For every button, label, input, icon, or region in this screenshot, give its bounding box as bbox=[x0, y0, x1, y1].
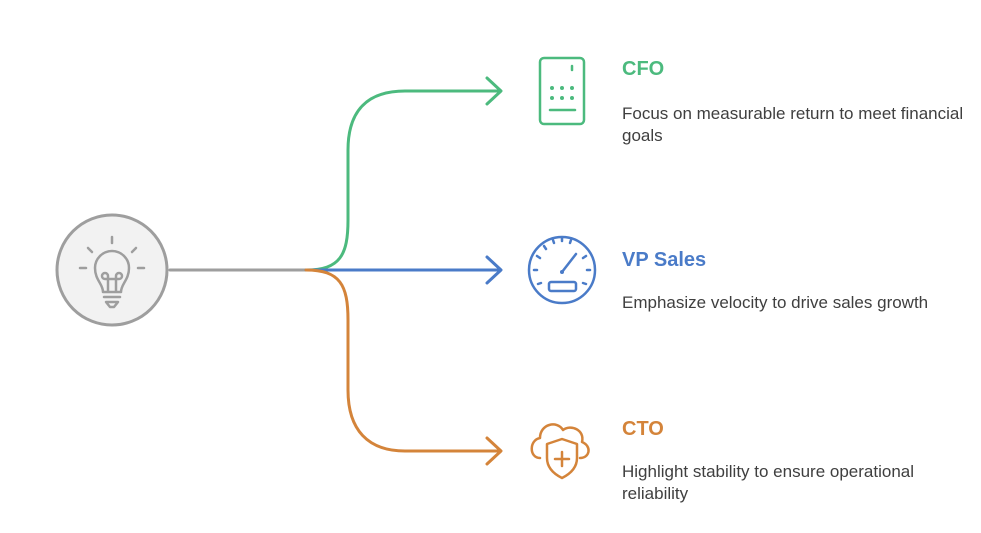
branch-description-cfo: Focus on measurable return to meet finan… bbox=[622, 104, 964, 145]
branch-connector-cfo bbox=[304, 76, 503, 272]
branch-title-vp-sales: VP Sales bbox=[622, 249, 707, 271]
branch-description-cto: Highlight stability to ensure operationa… bbox=[622, 462, 915, 503]
lightbulb-icon bbox=[78, 235, 146, 309]
branch-description-vp-sales: Emphasize velocity to drive sales growth bbox=[622, 293, 929, 312]
branch-title-cto: CTO bbox=[622, 418, 664, 440]
branch-connector-vp-sales bbox=[304, 255, 503, 285]
hub-node bbox=[55, 213, 169, 327]
branch-title-cfo: CFO bbox=[622, 58, 665, 80]
calculator-icon bbox=[538, 56, 586, 126]
speedometer-icon bbox=[527, 235, 597, 305]
branch-connector-cto bbox=[304, 268, 503, 466]
cloud-shield-icon bbox=[530, 423, 590, 480]
